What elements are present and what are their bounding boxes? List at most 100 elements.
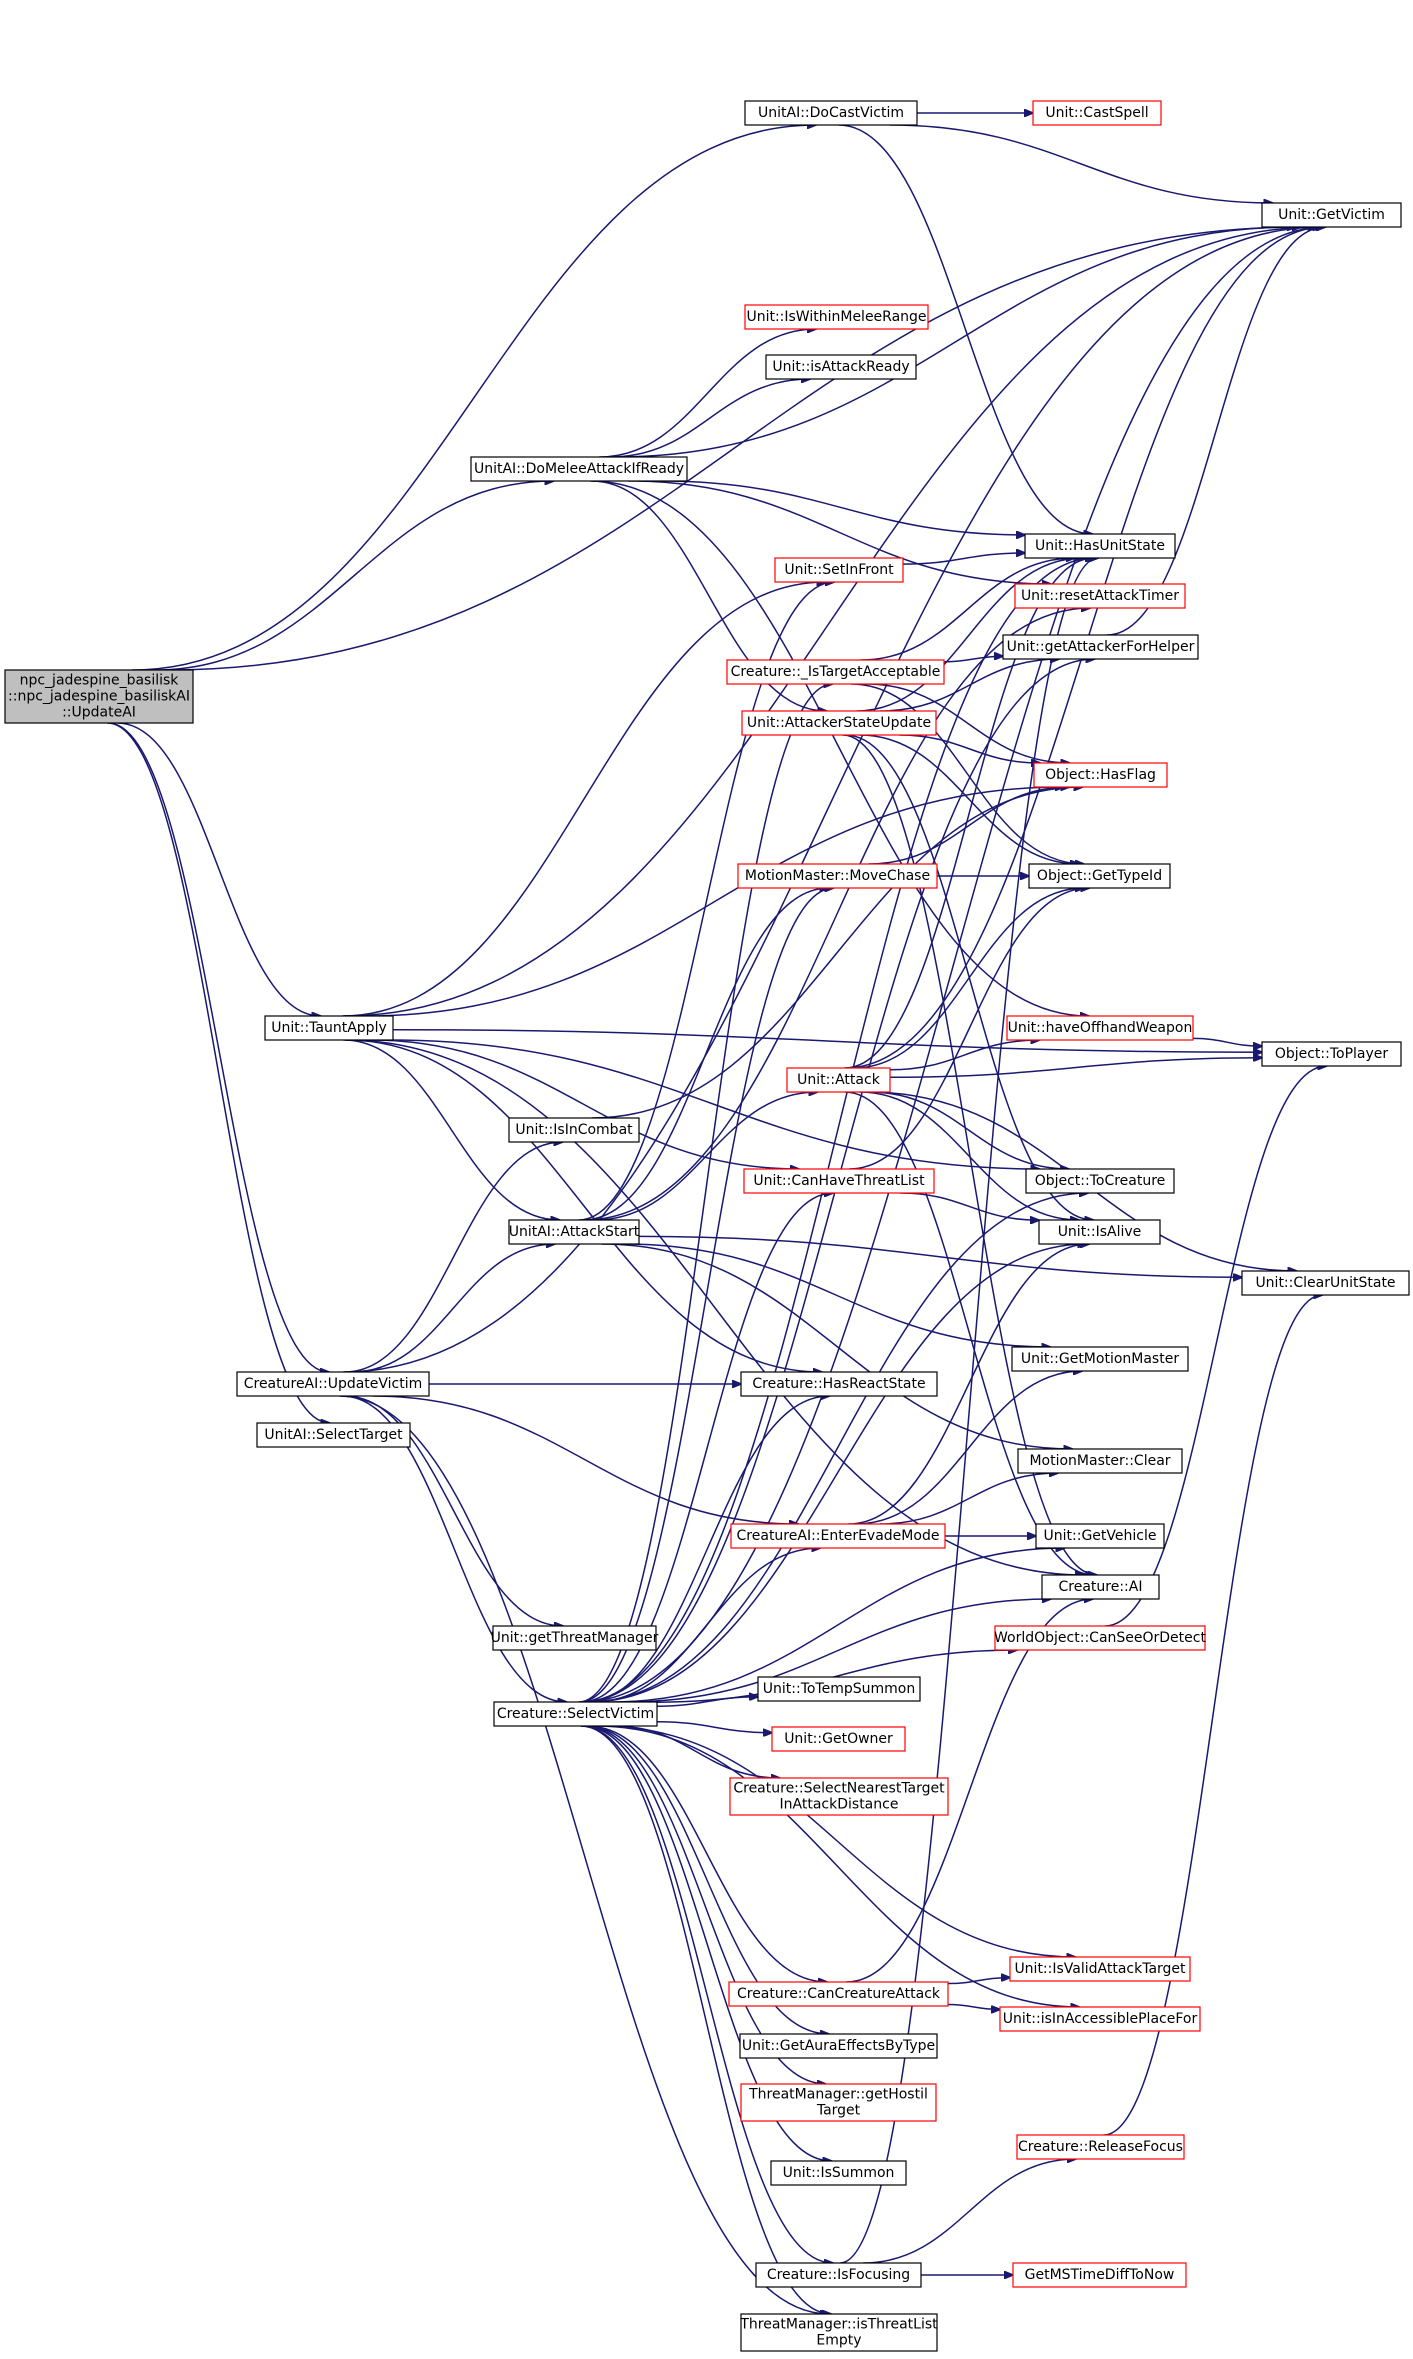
edge-canhavethreatlist-to-isalive	[900, 1192, 1039, 1220]
node-label: Unit::CanHaveThreatList	[753, 1173, 925, 1189]
node-box	[1017, 1448, 1183, 1474]
node-label: Unit::ToTempSummon	[763, 1681, 915, 1697]
node-label: CreatureAI::EnterEvadeMode	[737, 1528, 940, 1544]
node-attack[interactable]: Unit::Attack	[786, 1067, 891, 1093]
edge-getattackerforhelper-to-getvictim	[1106, 227, 1325, 636]
node-creatureai[interactable]: Creature::AI	[1041, 1574, 1160, 1600]
node-label: CreatureAI::UpdateVictim	[244, 1376, 423, 1392]
node-getowner[interactable]: Unit::GetOwner	[771, 1726, 906, 1752]
node-hasunitstate[interactable]: Unit::HasUnitState	[1024, 533, 1176, 559]
edge-selectvictim-to-getvictim	[581, 227, 1326, 1703]
node-getmotionmaster[interactable]: Unit::GetMotionMaster	[1011, 1346, 1189, 1372]
node-label: WorldObject::CanSeeOrDetect	[994, 1630, 1206, 1646]
node-isinaccessible[interactable]: Unit::isInAccessiblePlaceFor	[999, 2006, 1201, 2032]
node-setinfront[interactable]: Unit::SetInFront	[774, 557, 904, 583]
node-box	[757, 1676, 921, 1702]
node-label: Unit::GetVehicle	[1044, 1528, 1157, 1544]
node-label: Creature::AI	[1059, 1579, 1143, 1595]
node-iswithinmelee[interactable]: Unit::IsWithinMeleeRange	[744, 304, 929, 330]
node-box	[744, 100, 918, 126]
node-resetattacktimer[interactable]: Unit::resetAttackTimer	[1014, 583, 1186, 609]
node-box	[740, 2313, 938, 2352]
node-box	[771, 1726, 906, 1752]
node-isvalidattacktarget[interactable]: Unit::IsValidAttackTarget	[1009, 1956, 1191, 1982]
node-tocreature[interactable]: Object::ToCreature	[1025, 1168, 1175, 1194]
node-isincombat[interactable]: Unit::IsInCombat	[508, 1117, 640, 1143]
node-label: Creature::IsFocusing	[767, 2267, 910, 2283]
node-istargetacceptable[interactable]: Creature::_IsTargetAcceptable	[726, 659, 945, 685]
node-box	[264, 1015, 394, 1041]
node-box	[1038, 1219, 1161, 1245]
node-label: Object::ToPlayer	[1275, 1046, 1389, 1062]
edge-root-to-tauntapply	[117, 722, 320, 1016]
node-isfocusing[interactable]: Creature::IsFocusing	[755, 2262, 922, 2288]
node-root[interactable]: npc_jadespine_basilisk::npc_jadespine_ba…	[4, 669, 194, 724]
node-isattackready[interactable]: Unit::isAttackReady	[765, 354, 917, 380]
node-box	[236, 1371, 430, 1397]
node-getmstimediff[interactable]: GetMSTimeDiffToNow	[1012, 2262, 1187, 2288]
edge-attackstart-to-getmotionmaster	[623, 1243, 1051, 1347]
node-tauntapply[interactable]: Unit::TauntApply	[264, 1015, 394, 1041]
node-getauraeffects[interactable]: Unit::GetAuraEffectsByType	[739, 2033, 938, 2059]
node-getattackerforhelper[interactable]: Unit::getAttackerForHelper	[1002, 634, 1199, 660]
node-label: Unit::isAttackReady	[772, 359, 909, 375]
node-hasflag[interactable]: Object::HasFlag	[1033, 762, 1168, 788]
node-getvictim[interactable]: Unit::GetVictim	[1261, 202, 1402, 228]
node-gettypeid[interactable]: Object::GetTypeId	[1028, 863, 1171, 889]
node-label: Unit::AttackerStateUpdate	[747, 715, 931, 731]
node-hasreactstate[interactable]: Creature::HasReactState	[740, 1371, 938, 1397]
node-getthreatmanager[interactable]: Unit::getThreatManager	[491, 1625, 659, 1651]
node-totempsummon[interactable]: Unit::ToTempSummon	[757, 1676, 921, 1702]
node-toplayer[interactable]: Object::ToPlayer	[1261, 1041, 1402, 1067]
node-updatevictim[interactable]: CreatureAI::UpdateVictim	[236, 1371, 430, 1397]
node-canseeordetect[interactable]: WorldObject::CanSeeOrDetect	[994, 1625, 1206, 1651]
edge-domelee-to-iswithinmelee	[599, 329, 816, 458]
node-attackerstateupdate[interactable]: Unit::AttackerStateUpdate	[741, 710, 937, 736]
node-enterevademode[interactable]: CreatureAI::EnterEvadeMode	[730, 1523, 946, 1549]
node-getvehicle[interactable]: Unit::GetVehicle	[1035, 1523, 1165, 1549]
edge-tauntapply-to-attackstart	[343, 1039, 559, 1220]
edge-istargetacceptable-to-hasunitstate	[860, 558, 1075, 661]
node-issummon[interactable]: Unit::IsSummon	[770, 2160, 907, 2186]
node-label: InAttackDistance	[780, 1797, 899, 1813]
node-canhavethreatlist[interactable]: Unit::CanHaveThreatList	[743, 1168, 935, 1194]
node-box	[786, 1067, 891, 1093]
edge-selectvictim-to-gethostiltarget	[583, 1725, 826, 2084]
node-movechase[interactable]: MotionMaster::MoveChase	[737, 863, 938, 889]
node-box	[1024, 533, 1176, 559]
node-label: Object::ToCreature	[1035, 1173, 1166, 1189]
edge-selectvictim-to-isfocusing	[581, 1725, 833, 2263]
node-castspell[interactable]: Unit::CastSpell	[1032, 100, 1162, 126]
node-label: Empty	[816, 2333, 861, 2349]
node-label: Creature::HasReactState	[752, 1376, 925, 1392]
node-label: Unit::GetAuraEffectsByType	[742, 2038, 935, 2054]
node-selectvictim[interactable]: Creature::SelectVictim	[493, 1701, 658, 1727]
node-selectnearest[interactable]: Creature::SelectNearestTargetInAttackDis…	[729, 1777, 949, 1816]
node-haveoffhand[interactable]: Unit::haveOffhandWeapon	[1006, 1015, 1194, 1041]
node-releasefocus[interactable]: Creature::ReleaseFocus	[1016, 2134, 1185, 2160]
edge-selectvictim-to-hasunitstate	[580, 558, 1095, 1703]
node-label: Object::GetTypeId	[1037, 868, 1162, 884]
node-cancreatureattack[interactable]: Creature::CanCreatureAttack	[728, 1981, 949, 2007]
edge-updatevictim-to-enterevademode	[372, 1395, 798, 1524]
edge-updatevictim-to-selectvictim	[341, 1395, 567, 1702]
node-clearunitstate[interactable]: Unit::ClearUnitState	[1241, 1270, 1410, 1296]
node-label: Object::HasFlag	[1045, 767, 1156, 783]
edge-isfocusing-to-hasunitstate	[840, 558, 1098, 2264]
node-isalive[interactable]: Unit::IsAlive	[1038, 1219, 1161, 1245]
node-docastvictim[interactable]: UnitAI::DoCastVictim	[744, 100, 918, 126]
edge-selectvictim-to-creatureai	[625, 1599, 1051, 1703]
node-selecttarget[interactable]: UnitAI::SelectTarget	[256, 1422, 411, 1448]
node-mmclear[interactable]: MotionMaster::Clear	[1017, 1448, 1183, 1474]
node-box	[741, 710, 937, 736]
node-box	[1009, 1956, 1191, 1982]
edge-selectvictim-to-isalive	[588, 1244, 1087, 1703]
node-box	[737, 863, 938, 889]
node-box	[470, 456, 688, 482]
node-label: Unit::SetInFront	[784, 562, 894, 578]
node-attackstart[interactable]: UnitAI::AttackStart	[508, 1219, 640, 1245]
node-domelee[interactable]: UnitAI::DoMeleeAttackIfReady	[470, 456, 688, 482]
